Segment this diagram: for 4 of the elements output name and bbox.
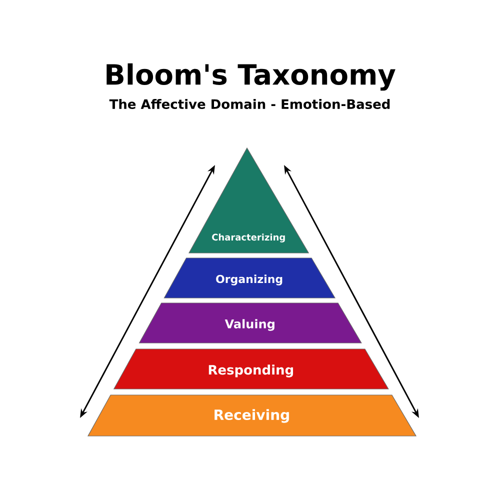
subtitle: The Affective Domain - Emotion-Based xyxy=(109,98,390,110)
pyramid-layer: Organizing xyxy=(164,258,336,298)
title: Bloom's Taxonomy xyxy=(106,63,396,91)
pyramid-layer: Receiving xyxy=(88,394,417,436)
